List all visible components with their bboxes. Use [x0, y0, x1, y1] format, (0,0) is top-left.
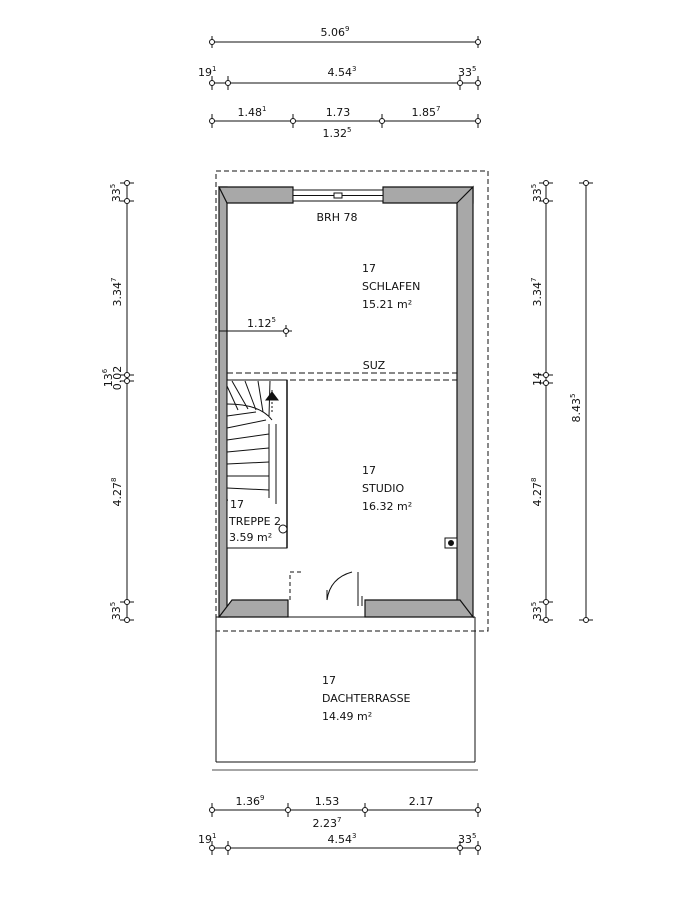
- terrace: [212, 616, 478, 771]
- dim-bottom-inner-mid: 4.543: [328, 832, 357, 846]
- dim-top-seg3: 1.857: [412, 105, 441, 119]
- room-schlafen-number: 17: [362, 262, 376, 275]
- right-dimension-chain: [539, 180, 593, 623]
- window-label: BRH 78: [317, 211, 358, 224]
- dim-left-lower: 4.278: [110, 478, 124, 507]
- dim-right-overall: 8.435: [569, 394, 583, 423]
- room-treppe: 17 TREPPE 2 3.59 m²: [228, 498, 281, 546]
- dim-left-top-wall: 335: [109, 184, 123, 202]
- dim-bottom-seg1: 1.369: [236, 794, 265, 808]
- dim-right-top-wall: 335: [530, 184, 544, 202]
- door: [289, 571, 363, 606]
- dim-top-inner-mid: 4.543: [328, 65, 357, 79]
- dim-bottom-seg2: 1.53: [315, 795, 340, 808]
- room-treppe-area: 3.59 m²: [229, 531, 272, 544]
- room-dachterrasse-area: 14.49 m²: [322, 710, 372, 723]
- dim-right-upper: 3.347: [530, 278, 544, 307]
- dim-top-overall: 5.069: [321, 25, 350, 39]
- dim-bottom-inner-left: 191: [198, 832, 216, 846]
- dim-top-inner-left: 191: [198, 65, 216, 79]
- top-dimension-chain: [209, 36, 481, 128]
- dim-bottom-seg3: 2.17: [409, 795, 434, 808]
- dim-left-mid-a: 136: [101, 368, 115, 387]
- window: [292, 189, 384, 202]
- dim-bottom-below: 2.237: [313, 816, 342, 830]
- suz-label: SUZ: [363, 359, 386, 372]
- shaft: [444, 537, 458, 549]
- room-schlafen-area: 15.21 m²: [362, 298, 412, 311]
- room-dachterrasse: 17 DACHTERRASSE 14.49 m²: [322, 674, 411, 723]
- room-studio-name: STUDIO: [362, 482, 404, 495]
- dim-top-seg1: 1.481: [238, 105, 267, 119]
- dim-bottom-inner-right: 335: [458, 832, 476, 846]
- bottom-dimension-chain: [209, 803, 481, 855]
- dim-left-upper: 3.347: [110, 278, 124, 307]
- dim-right-lower: 4.278: [530, 478, 544, 507]
- room-schlafen: 17 SCHLAFEN 15.21 m²: [362, 262, 420, 311]
- room-dachterrasse-name: DACHTERRASSE: [322, 692, 411, 705]
- dim-left-bottom-wall: 335: [109, 602, 123, 620]
- dim-top-seg2: 1.73: [326, 106, 351, 119]
- room-treppe-name: TREPPE 2: [228, 515, 281, 528]
- room-studio-number: 17: [362, 464, 376, 477]
- roof-outline: [215, 170, 489, 632]
- dim-left-mid-b: 0.02: [111, 366, 124, 391]
- left-dimension-chain: [120, 180, 134, 623]
- room-studio-area: 16.32 m²: [362, 500, 412, 513]
- dim-top-below: 1.325: [323, 126, 352, 140]
- dim-right-mid: 14: [531, 372, 544, 386]
- dim-right-bottom-wall: 335: [530, 602, 544, 620]
- interior-dimension: [219, 325, 292, 337]
- suz-beam: [227, 372, 457, 381]
- room-dachterrasse-number: 17: [322, 674, 336, 687]
- room-studio: 17 STUDIO 16.32 m²: [362, 464, 412, 513]
- dim-interior: 1.125: [247, 316, 276, 330]
- room-schlafen-name: SCHLAFEN: [362, 280, 420, 293]
- dim-top-inner-right: 335: [458, 65, 476, 79]
- room-treppe-number: 17: [230, 498, 244, 511]
